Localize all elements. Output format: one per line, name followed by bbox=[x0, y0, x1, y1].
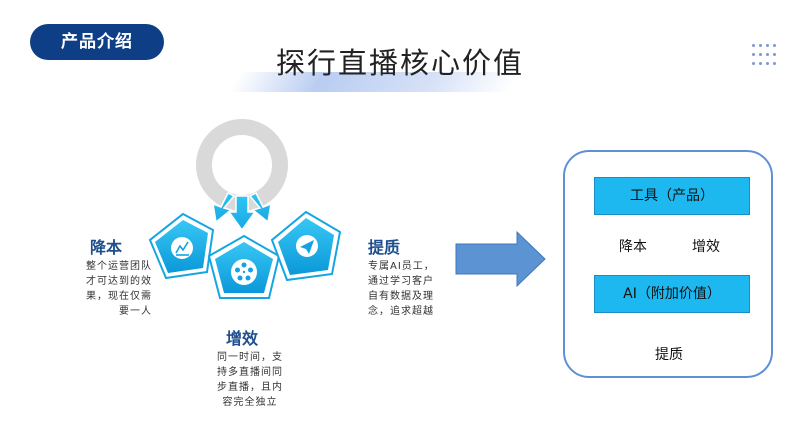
tool-product-box: 工具（产品） bbox=[594, 177, 750, 215]
zengxiao-line: 容完全独立 bbox=[222, 397, 278, 408]
pentagon-tizhi bbox=[270, 210, 342, 282]
down-arrows bbox=[212, 191, 272, 232]
jiangben-line: 果，现在仅需 bbox=[86, 291, 152, 302]
tizhi-line: 自有数据及理 bbox=[368, 291, 434, 302]
zengxiao-title: 增效 bbox=[226, 329, 259, 348]
panel-tizhi: 提质 bbox=[655, 347, 683, 363]
jiangben-line: 才可达到的效 bbox=[86, 276, 152, 287]
tizhi-line: 专属AI员工， bbox=[368, 261, 435, 272]
ai-value-box: AI（附加价值） bbox=[594, 275, 750, 313]
panel-jiangben: 降本 bbox=[619, 239, 647, 255]
zengxiao-line: 持多直播间同 bbox=[217, 367, 283, 378]
panel-zengxiao: 增效 bbox=[692, 239, 720, 255]
tizhi-line: 念，追求超越 bbox=[368, 306, 434, 317]
cycle-ring bbox=[196, 119, 288, 211]
tizhi-title: 提质 bbox=[368, 238, 401, 257]
jiangben-line: 整个运营团队 bbox=[86, 261, 152, 272]
flow-arrow bbox=[455, 230, 546, 288]
tizhi-line: 通过学习客户 bbox=[368, 276, 434, 287]
jiangben-line: 要一人 bbox=[119, 306, 152, 317]
zengxiao-line: 同一时间，支 bbox=[217, 352, 283, 363]
pentagon-zengxiao bbox=[207, 234, 281, 299]
chart-icon bbox=[175, 241, 189, 256]
section-tag: 产品介绍 bbox=[30, 24, 164, 60]
send-icon bbox=[300, 240, 314, 254]
pentagon-jiangben bbox=[148, 212, 215, 280]
page-title: 探行直播核心价值 bbox=[275, 46, 524, 80]
film-reel-icon bbox=[235, 262, 253, 281]
jiangben-title: 降本 bbox=[90, 238, 123, 257]
jiangben-desc: 整个运营团队 才可达到的效 果，现在仅需 要一人 bbox=[52, 259, 152, 319]
zengxiao-line: 步直播，且内 bbox=[217, 382, 283, 393]
dots-decoration bbox=[752, 44, 776, 68]
zengxiao-desc: 同一时间，支 持多直播间同 步直播，且内 容完全独立 bbox=[200, 350, 300, 410]
tizhi-desc: 专属AI员工， 通过学习客户 自有数据及理 念，追求超越 bbox=[368, 259, 468, 319]
